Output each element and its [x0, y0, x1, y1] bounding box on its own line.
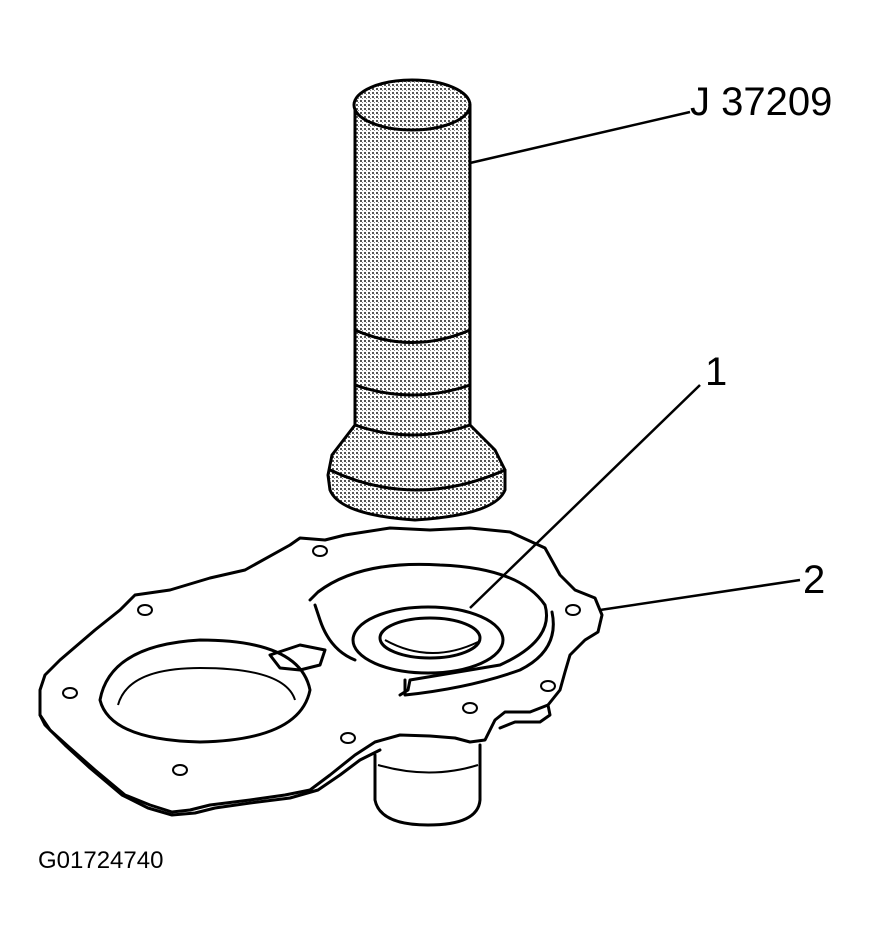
inner-rim [308, 562, 548, 697]
bottom-boss [373, 743, 482, 827]
tool-band-3 [353, 423, 472, 437]
tool-top [352, 78, 472, 132]
plate-thickness [38, 713, 382, 817]
installer-tool [326, 78, 507, 522]
bolt-holes [62, 545, 581, 776]
leader-1 [469, 384, 701, 609]
seal [351, 605, 505, 675]
tool-flare-edge [328, 468, 507, 492]
leader-tool [469, 110, 691, 165]
label-callout-1: 1 [705, 350, 727, 394]
tool-band-1 [353, 328, 472, 344]
plate-outline [38, 526, 604, 814]
seal-inner [378, 616, 482, 660]
seal-outer [351, 605, 505, 675]
label-callout-2: 2 [803, 558, 825, 602]
label-tool: J 37209 [690, 80, 832, 124]
leader-2 [599, 578, 801, 612]
large-bore [98, 638, 312, 744]
tool-shaft [326, 103, 507, 522]
label-figure-id: G01724740 [38, 847, 163, 874]
tool-band-2 [353, 383, 472, 397]
case-plate [38, 526, 604, 827]
